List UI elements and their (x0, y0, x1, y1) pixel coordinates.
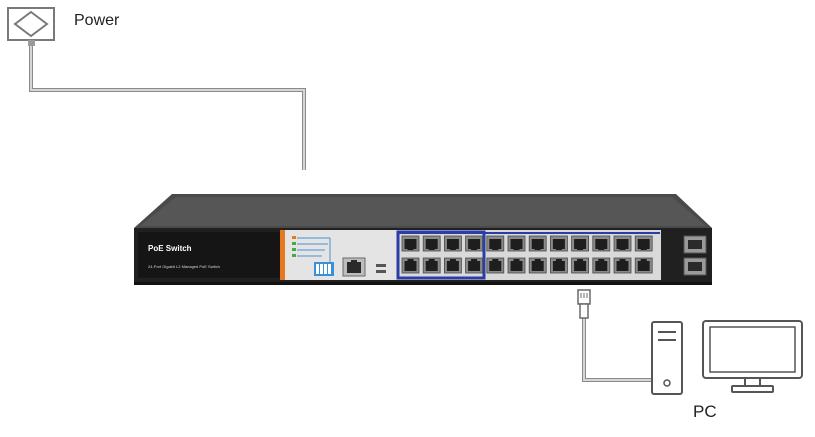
console-port (342, 257, 366, 277)
ethernet-port (592, 257, 611, 274)
pc-tower-icon (651, 321, 683, 395)
switch-subtitle: 24-Port Gigabit L2 Managed PoE Switch (148, 264, 220, 269)
ethernet-port (592, 235, 611, 252)
rj45-plug-icon (577, 289, 591, 319)
ethernet-port (613, 257, 632, 274)
switch-title: PoE Switch (148, 244, 192, 253)
ethernet-port (550, 257, 568, 274)
poe-switch (134, 194, 712, 285)
ethernet-port (486, 235, 505, 252)
monitor-icon (702, 320, 803, 393)
sfp-ports (683, 235, 707, 276)
pc-label: PC (693, 402, 717, 421)
switch-label-area (138, 232, 280, 278)
ethernet-port (571, 235, 589, 252)
ethernet-port (571, 257, 589, 274)
ethernet-port (613, 235, 632, 252)
ethernet-port (401, 257, 420, 274)
ethernet-port (634, 257, 653, 274)
power-outlet-icon (7, 7, 55, 46)
ethernet-port (634, 235, 653, 252)
ethernet-ports (401, 235, 653, 274)
dip-switch (314, 262, 334, 276)
ethernet-port (422, 235, 441, 252)
led-indicators (292, 236, 331, 264)
ethernet-port (528, 257, 547, 274)
ethernet-port (528, 235, 547, 252)
power-label: Power (74, 12, 120, 29)
ethernet-port (443, 257, 462, 274)
ethernet-port (465, 235, 484, 252)
reset-marks (376, 264, 386, 273)
power-cable (29, 46, 306, 170)
ethernet-port (507, 257, 526, 274)
ethernet-port (486, 257, 505, 274)
ethernet-port (465, 257, 484, 274)
ethernet-port (507, 235, 526, 252)
ethernet-port (443, 235, 462, 252)
ethernet-port (422, 257, 441, 274)
ethernet-port (550, 235, 568, 252)
ethernet-port (401, 235, 420, 252)
orange-accent-bar (280, 230, 285, 280)
ethernet-cable (582, 318, 652, 382)
